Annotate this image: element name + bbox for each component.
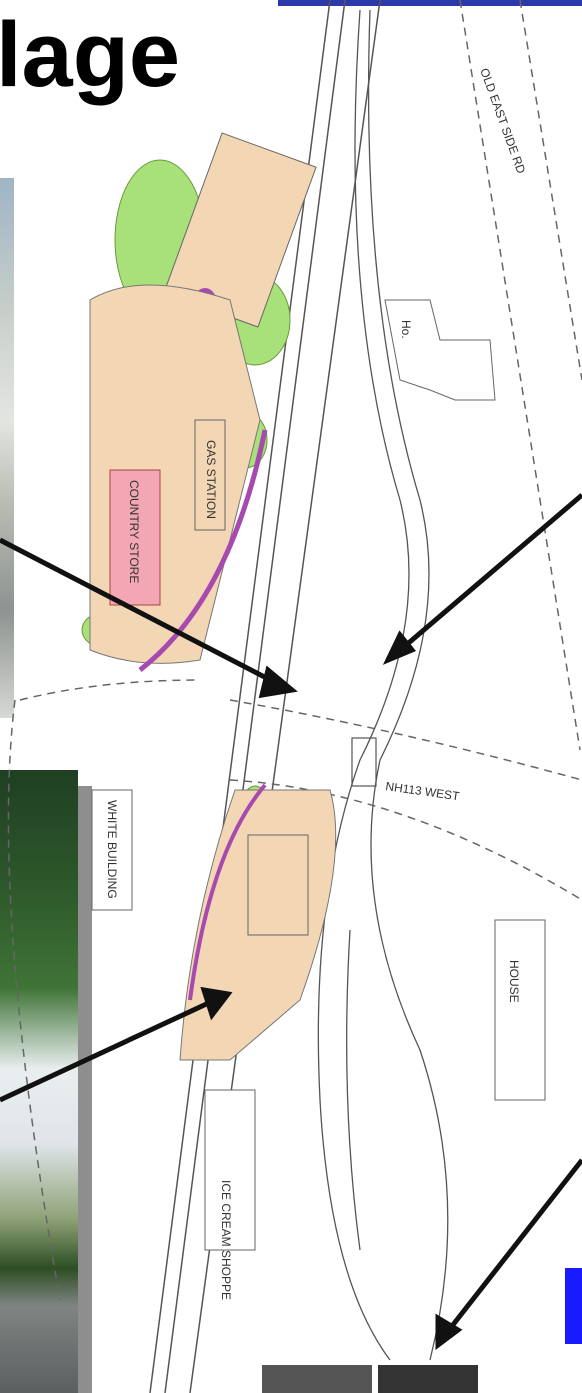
white-building [91, 789, 133, 911]
gas-station [194, 419, 226, 531]
gas-station-label: GAS STATION [204, 440, 218, 519]
header-bar [278, 0, 582, 6]
ice-cream-shoppe [204, 1089, 256, 1251]
callout-arrows [0, 493, 582, 1350]
accent-box [565, 1268, 582, 1344]
country-store [109, 469, 161, 606]
brook [317, 9, 449, 1361]
purple-hedge-bottom [188, 783, 267, 1001]
photo-left-top [0, 178, 14, 718]
nh113-crossing [7, 679, 582, 1301]
house-short-label: Ho. [399, 320, 413, 339]
lot-building [247, 834, 309, 936]
photo-frame [78, 786, 92, 1393]
page-title: lage [0, 4, 181, 106]
old-east-side-road [459, 0, 582, 751]
crossing-label: NH113 WEST [385, 779, 461, 803]
country-store-label: COUNTRY STORE [127, 480, 141, 583]
bottom-block-right [378, 1365, 478, 1393]
house-top [384, 299, 496, 401]
bottom-block-left [262, 1365, 372, 1393]
white-building-label: WHITE BUILDING [105, 800, 119, 899]
house-label: HOUSE [507, 960, 521, 1003]
house-bottom [494, 919, 546, 1101]
bridge [351, 737, 377, 787]
ice-cream-label: ICE CREAM SHOPPE [219, 1180, 233, 1300]
purple-hedge-top [138, 429, 268, 672]
